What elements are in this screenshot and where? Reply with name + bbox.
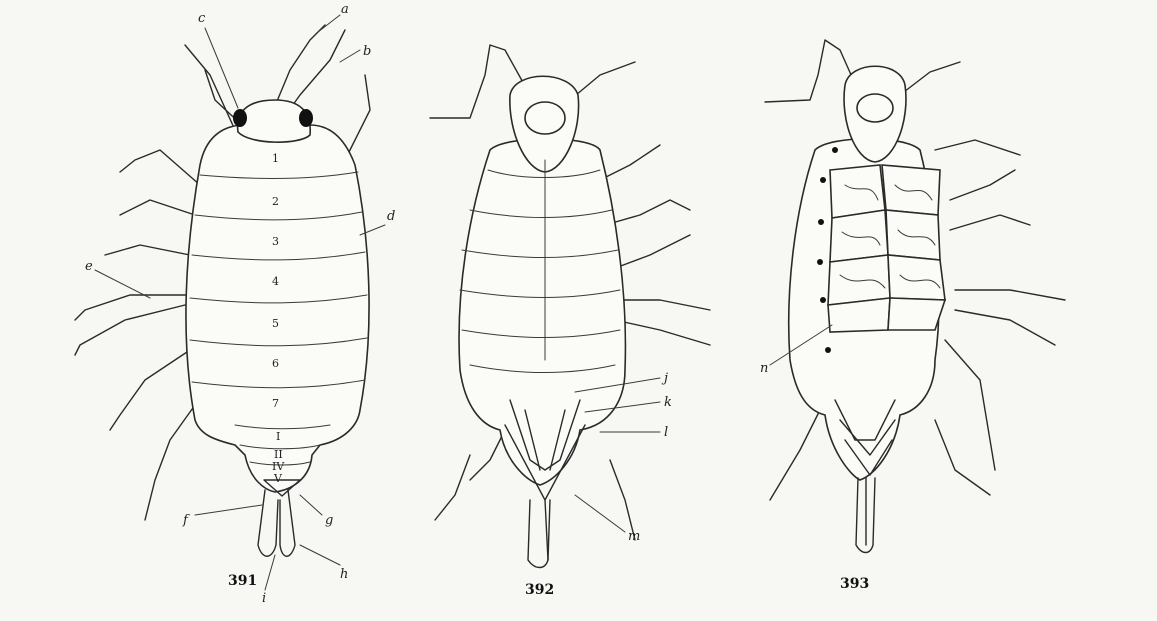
label-a: a	[341, 2, 349, 17]
figure-number-392: 392	[525, 582, 554, 598]
segment-2-label: 2	[272, 195, 279, 208]
label-b: b	[363, 44, 371, 59]
label-k: k	[664, 395, 672, 410]
label-i: i	[262, 591, 266, 606]
segment-4-label: 4	[272, 275, 279, 288]
segment-3-label: 3	[272, 235, 279, 248]
label-f: f	[182, 513, 190, 528]
label-e: e	[85, 259, 93, 274]
body-392	[459, 139, 625, 485]
segment-V-label: V	[273, 472, 283, 485]
figure-391: 1 2 3 4 5 6 7 I II IV V c a b d e f g h …	[75, 2, 395, 606]
legs-right-391	[345, 75, 370, 160]
figure-number-393: 393	[840, 576, 869, 592]
label-m: m	[628, 529, 640, 544]
label-n: n	[760, 361, 768, 376]
mouthpart-393	[857, 94, 893, 122]
label-h: h	[340, 567, 348, 582]
head-391	[238, 100, 311, 142]
mouthpart-392	[525, 102, 565, 134]
figure-392: j k l m 392	[430, 45, 710, 598]
segment-5-label: 5	[272, 317, 279, 330]
label-l: l	[664, 425, 668, 440]
figure-number-391: 391	[228, 573, 257, 589]
legs-left-391	[75, 150, 200, 520]
label-d: d	[387, 209, 395, 224]
eye-left-391	[233, 109, 247, 127]
segment-6-label: 6	[272, 357, 279, 370]
figure-393: n 393	[760, 40, 1065, 592]
label-j: j	[661, 371, 668, 386]
segment-1-label: 1	[272, 152, 279, 165]
label-g: g	[325, 513, 333, 528]
segment-I-label: I	[276, 430, 280, 443]
marsupium-plates-393	[828, 165, 945, 332]
label-c: c	[198, 11, 206, 26]
segment-7-label: 7	[272, 397, 279, 410]
eye-right-391	[299, 109, 313, 127]
